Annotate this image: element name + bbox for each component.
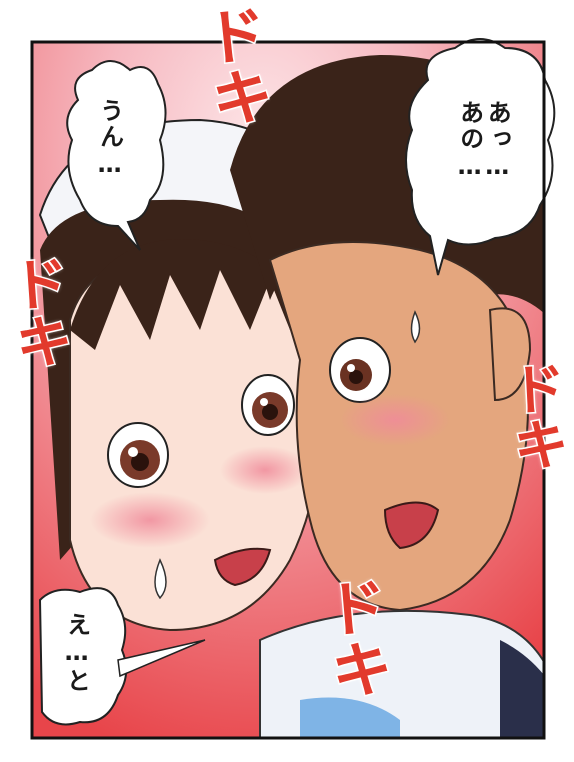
- boy-sweat-drop: [410, 310, 421, 344]
- girl-bangs: [70, 239, 315, 350]
- girl-blush-left: [90, 492, 210, 548]
- panel-border: [30, 40, 546, 740]
- ribbon: [300, 697, 400, 738]
- sfx-doki-right: ドキ: [498, 357, 572, 475]
- girl-mouth: [213, 547, 272, 587]
- bubble-girl-top: [66, 60, 167, 251]
- bubble-girl-bottom: [38, 587, 128, 726]
- speech-boy: あっ… あの…: [455, 100, 512, 182]
- sfx-doki-top: ドキ: [189, 0, 278, 133]
- boy-ear: [488, 307, 532, 402]
- sfx-doki-left: ドキ: [0, 250, 76, 373]
- girl-blush-right: [220, 446, 310, 494]
- speech-girl-top: うん…: [95, 98, 124, 180]
- boy-jacket: [500, 640, 544, 738]
- girl-sweat-drop: [154, 558, 167, 600]
- speech-girl-bottom: え…と: [62, 612, 91, 694]
- boy-blush: [340, 394, 450, 446]
- sfx-doki-bottom: ドキ: [310, 572, 397, 705]
- boy-mouth: [383, 501, 440, 550]
